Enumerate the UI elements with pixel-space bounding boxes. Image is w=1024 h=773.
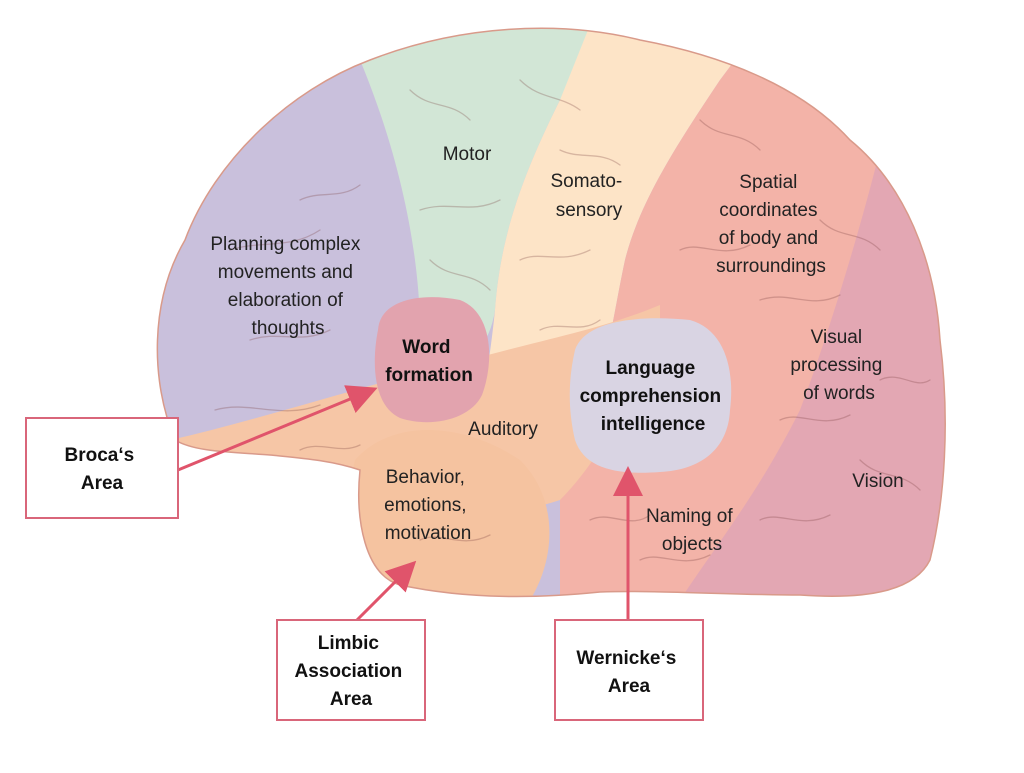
vein-texture bbox=[409, 79, 581, 291]
limbic-region bbox=[349, 430, 550, 597]
language-comprehension-label: Language comprehension intelligence bbox=[580, 358, 727, 435]
broca-arrow bbox=[177, 385, 378, 472]
visual-processing-label: Visual processing of words bbox=[790, 327, 887, 404]
wernicke-callout: Wernicke‘s Area bbox=[554, 619, 704, 721]
broca-callout-box bbox=[25, 417, 179, 519]
limbic-callout-box bbox=[276, 619, 426, 721]
vein-texture bbox=[519, 149, 621, 331]
limbic-callout: Limbic Association Area bbox=[276, 619, 426, 721]
wernicke-patch bbox=[569, 318, 732, 473]
motor-cortex-region bbox=[330, 28, 620, 370]
behavior-label: Behavior, emotions, motivation bbox=[384, 467, 472, 544]
broca-callout: Broca‘s Area bbox=[25, 417, 179, 519]
somatosensory-label: Somato- sensory bbox=[550, 171, 627, 221]
broca-patch bbox=[374, 297, 490, 423]
vein-texture bbox=[759, 376, 931, 522]
vein-texture bbox=[679, 119, 881, 302]
wernicke-callout-label: Wernicke‘s Area bbox=[576, 648, 681, 697]
vision-label: Vision bbox=[852, 471, 903, 492]
limbic-arrow bbox=[350, 560, 417, 627]
auditory-label: Auditory bbox=[468, 419, 538, 440]
spatial-coordinates-label: Spatial coordinates of body and surround… bbox=[716, 172, 826, 277]
limbic-callout-label: Limbic Association Area bbox=[295, 633, 408, 710]
word-formation-label: Word formation bbox=[385, 337, 473, 386]
planning-label: Planning complex movements and elaborati… bbox=[210, 234, 365, 339]
motor-label: Motor bbox=[443, 144, 492, 165]
vein-texture bbox=[299, 444, 711, 562]
broca-callout-label: Broca‘s Area bbox=[65, 445, 140, 494]
vein-texture bbox=[214, 184, 361, 412]
wernicke-callout-box bbox=[554, 619, 704, 721]
naming-label: Naming of objects bbox=[646, 506, 738, 555]
